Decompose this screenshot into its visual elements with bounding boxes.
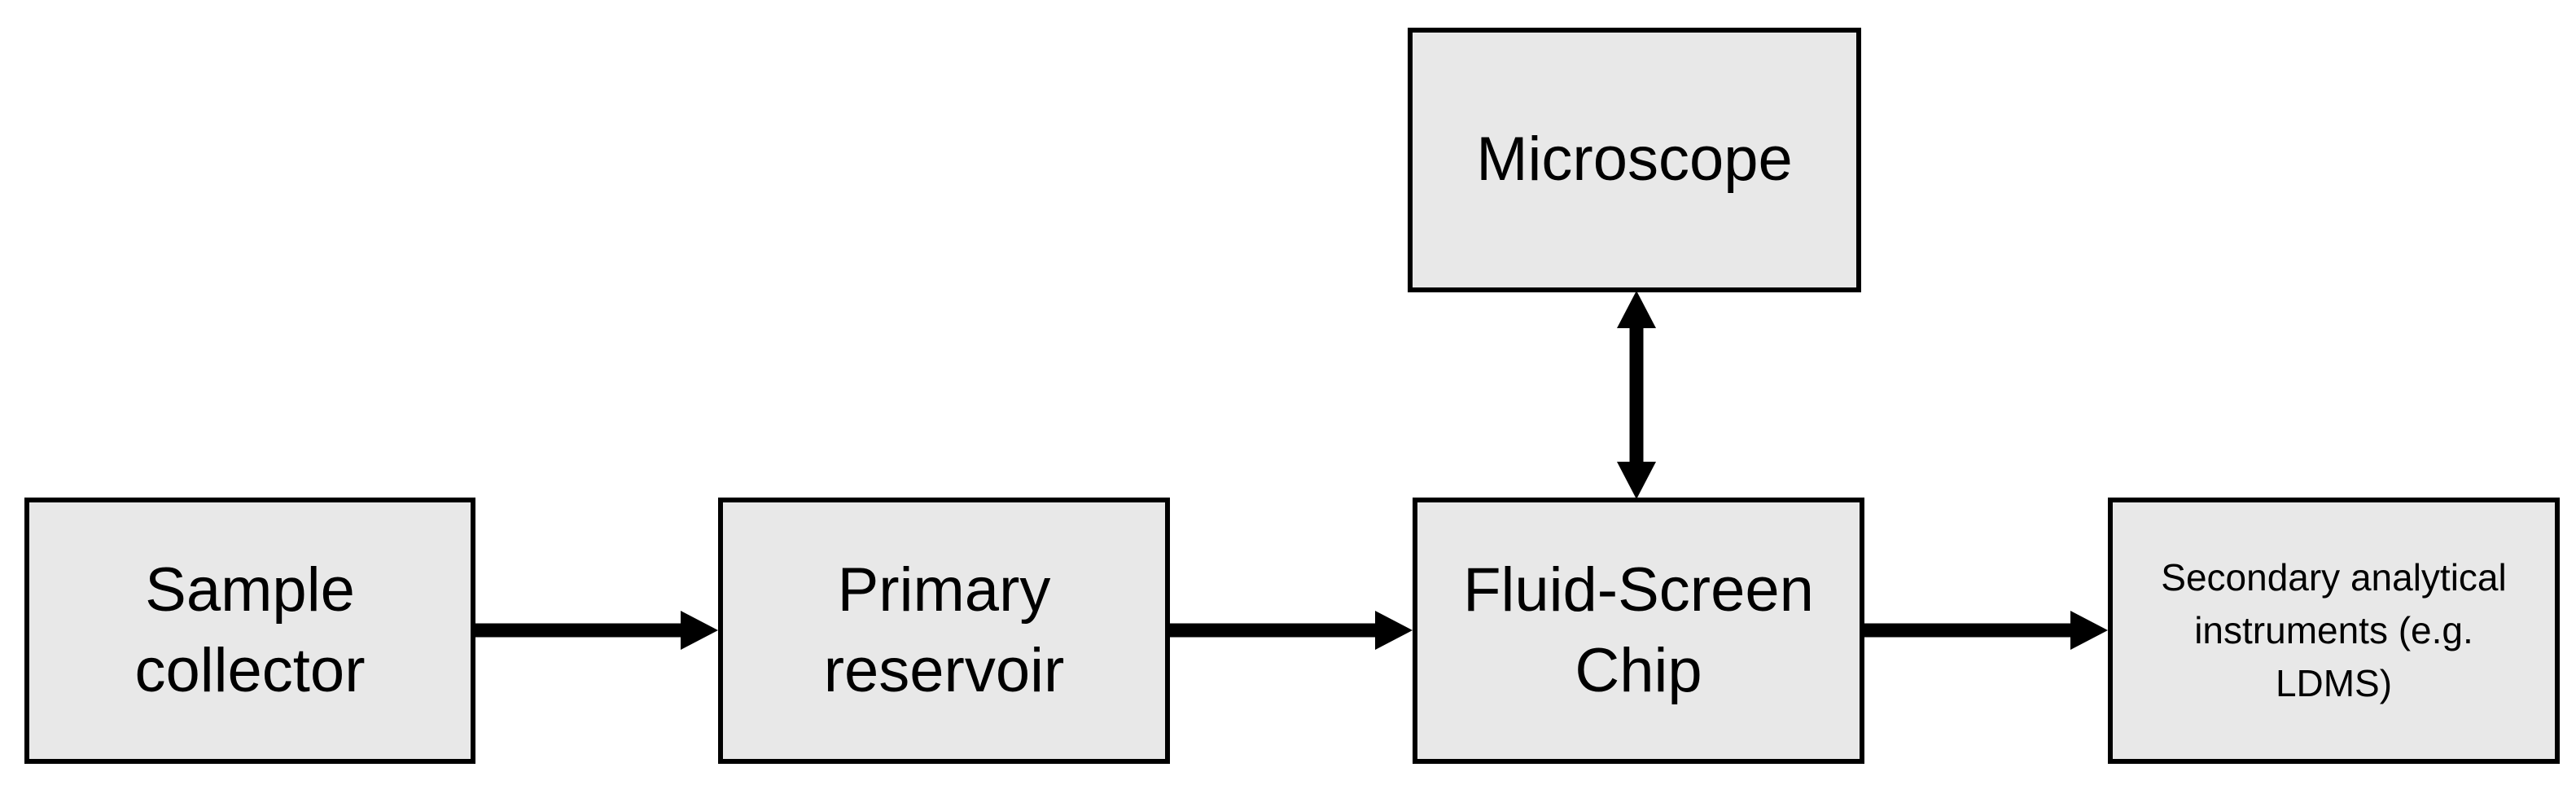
node-sample-collector-label: Sample collector bbox=[134, 555, 366, 705]
node-fluid-screen-chip: Fluid-Screen Chip bbox=[1413, 498, 1864, 764]
node-secondary-instruments-label: Secondary analytical instruments (e.g. L… bbox=[2161, 555, 2507, 705]
double-arrow-microscope-fluid-screen-chip bbox=[1617, 291, 1656, 499]
node-primary-reservoir: Primary reservoir bbox=[718, 498, 1170, 764]
arrow-fluid-screen-chip-to-secondary-instruments bbox=[1864, 611, 2108, 650]
node-sample-collector: Sample collector bbox=[24, 498, 475, 764]
node-fluid-screen-chip-label: Fluid-Screen Chip bbox=[1463, 555, 1814, 705]
node-primary-reservoir-label: Primary reservoir bbox=[823, 555, 1065, 705]
node-microscope-label: Microscope bbox=[1476, 125, 1793, 195]
arrow-sample-collector-to-primary-reservoir bbox=[475, 611, 718, 650]
node-microscope: Microscope bbox=[1408, 28, 1861, 292]
arrow-primary-reservoir-to-fluid-screen-chip bbox=[1170, 611, 1413, 650]
node-secondary-instruments: Secondary analytical instruments (e.g. L… bbox=[2108, 498, 2560, 764]
